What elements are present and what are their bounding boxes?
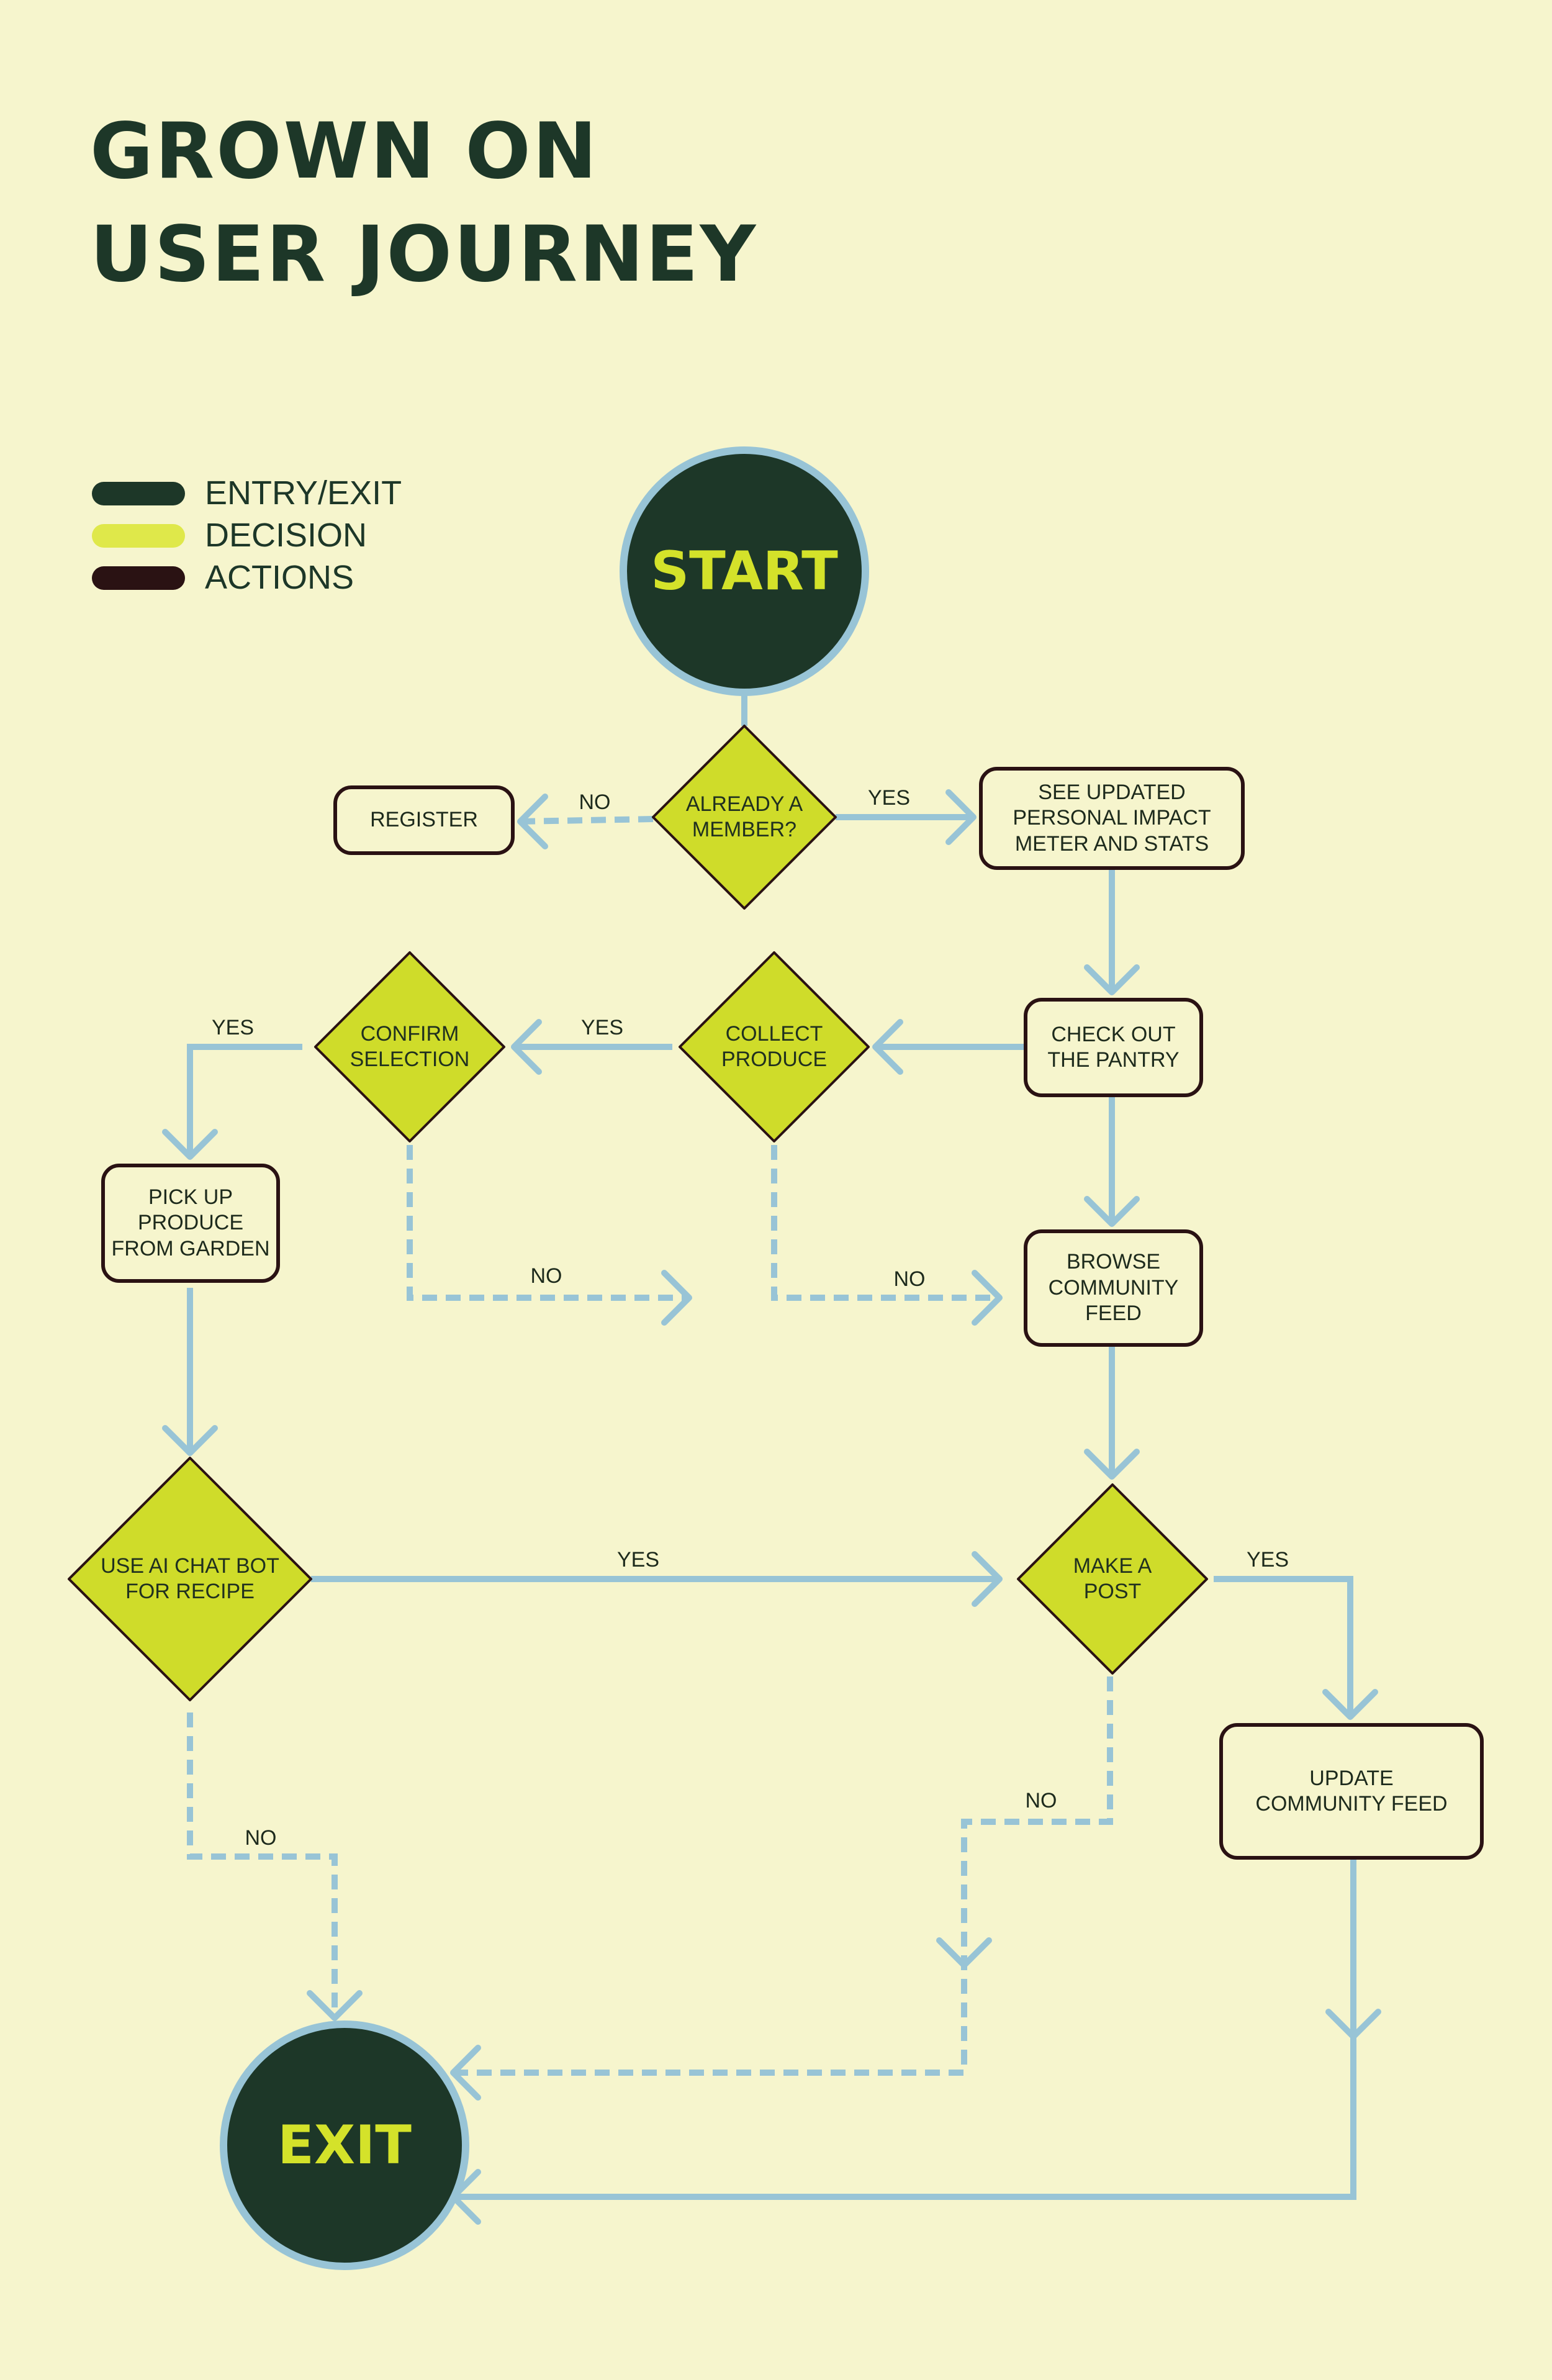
diagram-title-line-1: GROWN ON (90, 107, 599, 196)
arrowhead-pickup-ai (162, 1425, 218, 1456)
legend-swatch-decision (92, 524, 185, 548)
arrowhead-ai-post (972, 1551, 1003, 1607)
connector-collect-browse (771, 1145, 999, 1301)
connector-update-exit (453, 1858, 1356, 2200)
arrowhead-ai-exit (307, 1990, 363, 2021)
node-collect-produce (679, 951, 870, 1142)
edge-label-collect-browse: NO (893, 1267, 926, 1291)
node-check-pantry (1024, 998, 1203, 1097)
legend-label-entry-exit: ENTRY/EXIT (205, 474, 402, 512)
node-register (333, 785, 515, 855)
node-browse-feed (1024, 1229, 1203, 1347)
node-exit (220, 2020, 469, 2270)
arrowhead-update-exit-mid-0 (1325, 2009, 1381, 2040)
legend-swatch-actions (92, 566, 185, 590)
node-pick-up (101, 1164, 280, 1283)
node-see-updated (979, 767, 1245, 870)
connector-confirm-browse (407, 1145, 689, 1301)
arrowhead-pantry-browse (1084, 1196, 1140, 1227)
node-confirm-selection (314, 951, 505, 1142)
node-ai-chatbot (68, 1457, 312, 1701)
legend-label-decision: DECISION (205, 517, 368, 554)
arrowhead-collect-confirm (511, 1019, 542, 1075)
connector-ai-exit (187, 1713, 338, 2018)
arrowhead-browse-post (1084, 1449, 1140, 1480)
arrowhead-pantry-collect (872, 1019, 903, 1075)
arrowhead-confirm-browse (661, 1270, 692, 1326)
edge-label-member-register: NO (579, 790, 611, 814)
connector-member-register (520, 816, 654, 825)
edge-label-confirm-pickup: YES (211, 1016, 255, 1039)
edge-label-member-see: YES (867, 786, 911, 810)
connector-post-update (1214, 1576, 1353, 1717)
node-update-feed (1219, 1723, 1484, 1860)
edge-label-confirm-browse: NO (530, 1264, 562, 1288)
legend-swatch-entry-exit (92, 482, 185, 505)
arrowhead-post-exit (450, 2045, 481, 2101)
node-start (620, 446, 869, 696)
edge-label-ai-post: YES (616, 1548, 660, 1572)
arrowhead-collect-browse (972, 1270, 1003, 1326)
diagram-title-line-2: USER JOURNEY (90, 210, 758, 299)
arrowhead-post-exit-mid-0 (936, 1937, 992, 1968)
edge-label-post-exit: NO (1025, 1789, 1057, 1812)
node-make-post (1017, 1483, 1208, 1675)
edge-label-post-update: YES (1246, 1548, 1289, 1572)
arrowhead-member-see (945, 789, 977, 845)
arrowhead-post-update (1322, 1689, 1378, 1720)
connector-confirm-pickup (187, 1044, 302, 1157)
arrowhead-member-register (517, 794, 548, 849)
arrowhead-confirm-pickup (162, 1129, 218, 1160)
edge-label-collect-confirm: YES (580, 1016, 624, 1039)
connector-post-exit (453, 1676, 1113, 2076)
edge-label-ai-exit: NO (245, 1826, 277, 1850)
node-already-member (652, 725, 837, 910)
arrowhead-see-pantry (1084, 964, 1140, 995)
legend-label-actions: ACTIONS (205, 559, 354, 596)
